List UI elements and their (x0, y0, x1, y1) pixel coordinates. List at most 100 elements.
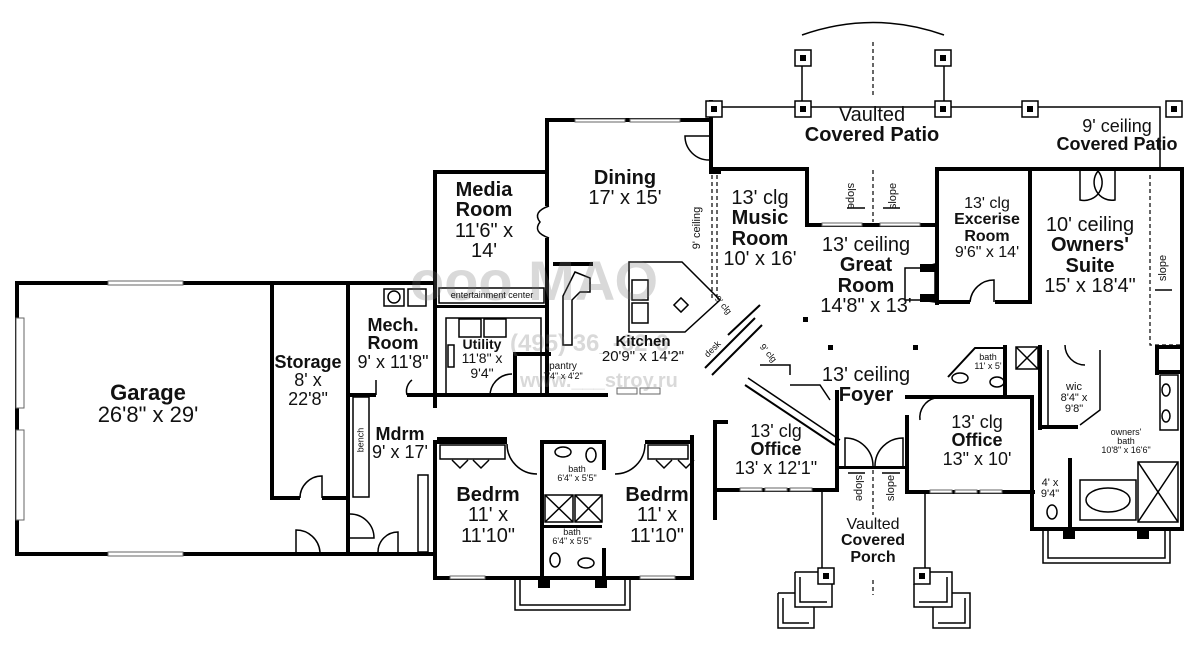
exercise-room-walls (935, 167, 1032, 304)
room-dims: 7'4" x 4'2" (543, 371, 583, 382)
room-name: pantry (549, 361, 577, 372)
room-label-mech-room: Mech. Room 9' x 11'8" (358, 316, 429, 371)
room-dims: 20'9" x 14'2" (601, 348, 685, 366)
room-label-kitchen: Kitchen 20'9" x 14'2" (602, 334, 684, 365)
room-dims: 11' x (636, 504, 678, 527)
owners-suite-walls (1028, 167, 1184, 527)
area-name: Covered Patio (1056, 134, 1178, 155)
room-dims: 11'10" (461, 524, 515, 547)
great-room-walls (709, 167, 939, 350)
room-label-owners-suite: 10' ceiling Owners' Suite 15' x 18'4" (1044, 215, 1135, 297)
room-label-bedrm-left: Bedrm 11' x 11'10" (456, 485, 519, 547)
room-dims: 10'8" x 16'6" (1101, 445, 1151, 456)
area-qualifier: 9' ceiling (1082, 116, 1152, 136)
room-ceiling: 13' clg (951, 412, 1003, 432)
room-dims: 11'6" x (454, 219, 514, 242)
label-9ft-covered-patio: 9' ceiling Covered Patio (1056, 117, 1177, 154)
entertainment-center-label: entertainment center (450, 290, 534, 300)
room-dims: 9'4" (1040, 488, 1060, 501)
room-ceiling: 13' ceiling (821, 234, 911, 256)
room-name: wic (1066, 381, 1082, 393)
room-label-garage: Garage 26'8" x 29' (97, 380, 199, 428)
garage-walls (15, 280, 350, 557)
room-label-storage: Storage 8' x 22'8" (274, 353, 341, 408)
area-qualifier: Vaulted (838, 104, 906, 126)
area-qualifier: Vaulted (846, 516, 900, 533)
room-dims: 11' x 5' (974, 361, 1002, 372)
room-dims: 9'6" x 14' (954, 243, 1020, 261)
room-dims: 8' x (294, 370, 322, 391)
room-name: owners' (1110, 427, 1142, 437)
kitchen-fixtures (553, 261, 763, 395)
area-name: Porch (850, 548, 896, 566)
room-name: bath (563, 527, 581, 537)
room-name: Bedrm (625, 484, 689, 506)
room-name: Garage (110, 380, 186, 405)
room-dims: 8'4" x (1060, 392, 1088, 405)
bedroom-walls (433, 435, 695, 611)
room-label-bath-lower: bath 6'4" x 5'5" (552, 527, 591, 546)
room-label-great-room: 13' ceiling Great Room 14'8" x 13' (820, 235, 911, 317)
area-name: Covered Patio (804, 124, 940, 147)
room-dims: 15' x 18'4" (1044, 275, 1136, 298)
label-vaulted-covered-patio: Vaulted Covered Patio (805, 105, 939, 146)
area-name: Covered (840, 532, 906, 550)
room-ceiling: 13' clg (750, 421, 802, 441)
patio-porch (705, 21, 1183, 629)
room-label-powder-bath: bath 11' x 5' (974, 352, 1002, 372)
room-dims: 14'8" x 13' (820, 295, 912, 318)
room-label-bath-upper: bath 6'4" x 5'5" (557, 464, 597, 484)
dining-walls (545, 100, 721, 300)
room-label-utility: Utility 11'8" x 9'4" (462, 337, 503, 380)
dining-9ft-ceiling-label: 9' ceiling (691, 206, 704, 250)
room-name: bath (568, 464, 586, 474)
room-ceiling: 13' clg (731, 187, 789, 209)
room-dims: 9'4" (470, 364, 494, 381)
room-dims: 4' x (1041, 477, 1059, 489)
room-name: Foyer (838, 384, 894, 407)
room-dims: 13' x 12'1" (734, 457, 818, 478)
room-dims: 13" x 10' (942, 448, 1012, 469)
room-ceiling: 10' ceiling (1045, 214, 1135, 236)
room-name: Room (455, 199, 513, 222)
patio-slope-left-label: slope (845, 182, 858, 210)
room-name: Room (964, 227, 1010, 245)
room-label-bedrm-right: Bedrm 11' x 11'10" (625, 484, 689, 547)
room-name: bath (1117, 436, 1135, 447)
room-dims: 17' x 15' (588, 187, 662, 210)
room-name: Office (951, 430, 1003, 451)
room-name: Music (731, 207, 789, 230)
corridor-walls (433, 370, 1184, 530)
room-dims: 6'4" x 5'5" (557, 473, 597, 484)
room-dims: 10' x 16' (723, 248, 797, 271)
room-label-office-left: 13' clg Office 13' x 12'1" (735, 422, 817, 477)
room-ceiling: 13' clg (964, 195, 1010, 212)
room-name: Room (837, 274, 895, 297)
room-label-office-right: 13' clg Office 13" x 10' (943, 413, 1012, 468)
room-name: bath (979, 352, 997, 362)
foyer-office-walls (713, 364, 1035, 530)
room-label-dining: Dining 17' x 15' (588, 168, 661, 209)
owners-slope-label: slope (1157, 254, 1170, 282)
room-dims: 11' x (467, 504, 509, 527)
room-dims: 11'10" (630, 524, 684, 547)
room-name: Mdrm (375, 424, 425, 444)
room-label-pantry: pantry 7'4" x 4'2" (543, 361, 583, 382)
room-dims: 11'8" x (461, 350, 503, 367)
room-dims: 26'8" x 29' (97, 402, 199, 428)
porch-slope-right-label: slope (885, 474, 898, 502)
room-name: Suite (1065, 254, 1115, 277)
media-room-walls (433, 118, 550, 393)
room-name: Media (455, 179, 513, 201)
room-label-wc: 4' x 9'4" (1040, 477, 1060, 501)
room-name: Mech. (367, 315, 419, 335)
room-label-mdrm: Mdrm 9' x 17' (372, 425, 428, 462)
room-label-music-room: 13' clg Music Room 10' x 16' (723, 188, 796, 270)
room-ceiling: 13' ceiling (821, 364, 911, 386)
room-name: Great (839, 254, 893, 277)
room-name: Office (750, 439, 802, 460)
powder-bath-walls (947, 345, 1039, 395)
label-vaulted-covered-porch: Vaulted Covered Porch (840, 516, 906, 566)
room-dims: 9'8" (1064, 403, 1084, 416)
